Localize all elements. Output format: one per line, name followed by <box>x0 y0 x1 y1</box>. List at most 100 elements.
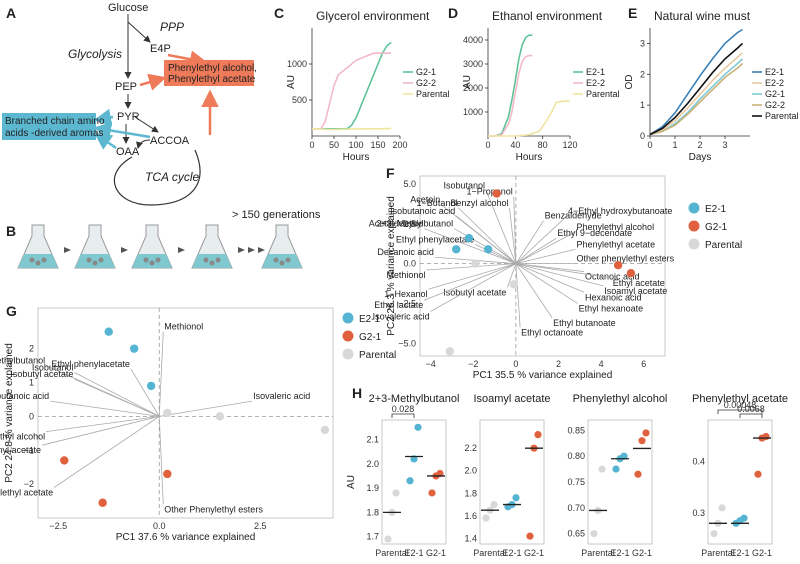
x-tick-label: 40 <box>510 140 520 150</box>
y-axis-label: AU <box>462 75 473 89</box>
generations-label: > 150 generations <box>232 209 321 221</box>
sample-point <box>634 470 642 478</box>
loading-label: 4−Ethyl hydroxybutanoate <box>568 206 672 216</box>
y-axis-label: AU <box>286 75 297 89</box>
phenyl-box-line1: Phenylethyl alcohol, <box>168 63 257 74</box>
loading-label: Hexanoic acid <box>585 292 642 302</box>
legend-swatch <box>342 348 354 360</box>
y-tick-label: 4000 <box>463 35 483 45</box>
y-tick-label: 2.0 <box>464 466 477 476</box>
sample-point <box>526 532 534 540</box>
sample-point <box>740 514 748 522</box>
loading-vector <box>50 400 160 417</box>
y-tick-label: 0 <box>640 131 645 141</box>
plot-frame <box>479 419 545 545</box>
panel-label-g: G <box>6 303 17 319</box>
sample-point <box>710 530 718 538</box>
y-tick-label: 1.9 <box>366 483 379 493</box>
loading-label: 2+3−Methylbutanol <box>377 219 454 229</box>
y-tick-label: 2.1 <box>366 434 379 444</box>
p-value-label: 0.0068 <box>737 404 765 414</box>
sample-point <box>452 245 461 254</box>
y-tick-label: 2000 <box>463 83 483 93</box>
arrow-pyr-accoa <box>134 116 159 133</box>
sample-point <box>129 344 139 353</box>
loading-label: Octanoic acid <box>585 272 640 282</box>
loading-label: Ethyl octanoate <box>521 327 583 337</box>
oaa-label: OAA <box>116 146 140 158</box>
loading-vector <box>74 378 160 417</box>
sample-point <box>163 408 172 418</box>
loading-vector <box>53 416 160 488</box>
dotplot-title: Phenylethyl acetate <box>692 393 788 405</box>
loading-label: Isobutanol <box>32 362 74 372</box>
x-tick-label: −2 <box>468 359 478 369</box>
legend-label: G2-1 <box>359 332 382 343</box>
cell-dot <box>209 260 215 266</box>
y-tick-label: 1.4 <box>464 533 477 543</box>
x-tick-label: G2-1 <box>524 548 544 558</box>
loading-vector <box>426 263 516 271</box>
loading-label: Isobutanol <box>443 180 485 190</box>
y-tick-label: 3 <box>640 38 645 48</box>
loading-label: Methionol <box>386 270 425 280</box>
legend-swatch <box>688 220 700 232</box>
y-tick-label: 1.8 <box>366 507 379 517</box>
y-tick-label: 1.6 <box>464 511 477 521</box>
legend-label: E2-1 <box>359 314 381 325</box>
loading-vector <box>515 237 557 264</box>
series-line-parental <box>649 42 744 136</box>
series-line-g2-1 <box>312 41 392 130</box>
y-tick-label: 500 <box>292 95 307 105</box>
y-tick-label: −5.0 <box>398 338 416 348</box>
sample-point <box>509 280 518 289</box>
legend-label: G2-1 <box>765 89 785 99</box>
panel-label-e: E <box>628 5 637 21</box>
legend-label: Parental <box>765 111 799 121</box>
y-tick-label: 0.80 <box>567 451 585 461</box>
panel-label-b: B <box>6 223 16 239</box>
x-tick-label: Parental <box>701 548 735 558</box>
cell-dot <box>41 257 47 263</box>
y-tick-label: 1 <box>29 378 34 388</box>
y-tick-label: 0.3 <box>692 508 705 518</box>
x-tick-label: 120 <box>562 140 577 150</box>
legend-label: E2-1 <box>765 67 784 77</box>
x-tick-label: E2-1 <box>502 548 521 558</box>
loading-vector <box>159 400 253 417</box>
x-tick-label: 2.5 <box>254 521 267 531</box>
y-tick-label: −1 <box>24 445 34 455</box>
x-tick-label: E2-1 <box>610 548 629 558</box>
sample-point <box>754 470 762 478</box>
x-tick-label: G2-1 <box>426 548 446 558</box>
sample-point <box>428 489 436 497</box>
x-tick-label: 3 <box>722 140 727 150</box>
loading-label: Phenylethyl acetate <box>0 488 53 498</box>
loading-label: Ethyl lactate <box>374 300 423 310</box>
x-tick-label: E2-1 <box>404 548 423 558</box>
x-tick-label: 80 <box>538 140 548 150</box>
loading-label: Isoamyl acetate <box>0 445 41 455</box>
loading-label: 1−Hexanol <box>384 289 427 299</box>
dotplot-title: Isoamyl acetate <box>473 393 550 405</box>
legend-swatch <box>342 330 354 342</box>
sample-point <box>60 456 69 465</box>
legend-label: G2-2 <box>416 78 436 88</box>
dotplot-2: Phenylethyl alcohol0.650.700.750.800.85P… <box>567 393 667 558</box>
loading-label: Isovaleric acid <box>373 311 430 321</box>
loading-vector <box>158 331 164 417</box>
x-tick-label: G2-1 <box>752 548 772 558</box>
y-tick-label: 0 <box>29 411 34 421</box>
p-value-label: 0.028 <box>392 404 415 414</box>
x-tick-label: 0 <box>647 140 652 150</box>
loading-vector <box>506 263 517 288</box>
x-tick-label: 0 <box>485 140 490 150</box>
branched-box-line1: Branched chain amino <box>5 116 105 127</box>
loading-vector <box>130 368 160 417</box>
sample-point <box>406 477 414 485</box>
loading-vector <box>515 263 553 318</box>
